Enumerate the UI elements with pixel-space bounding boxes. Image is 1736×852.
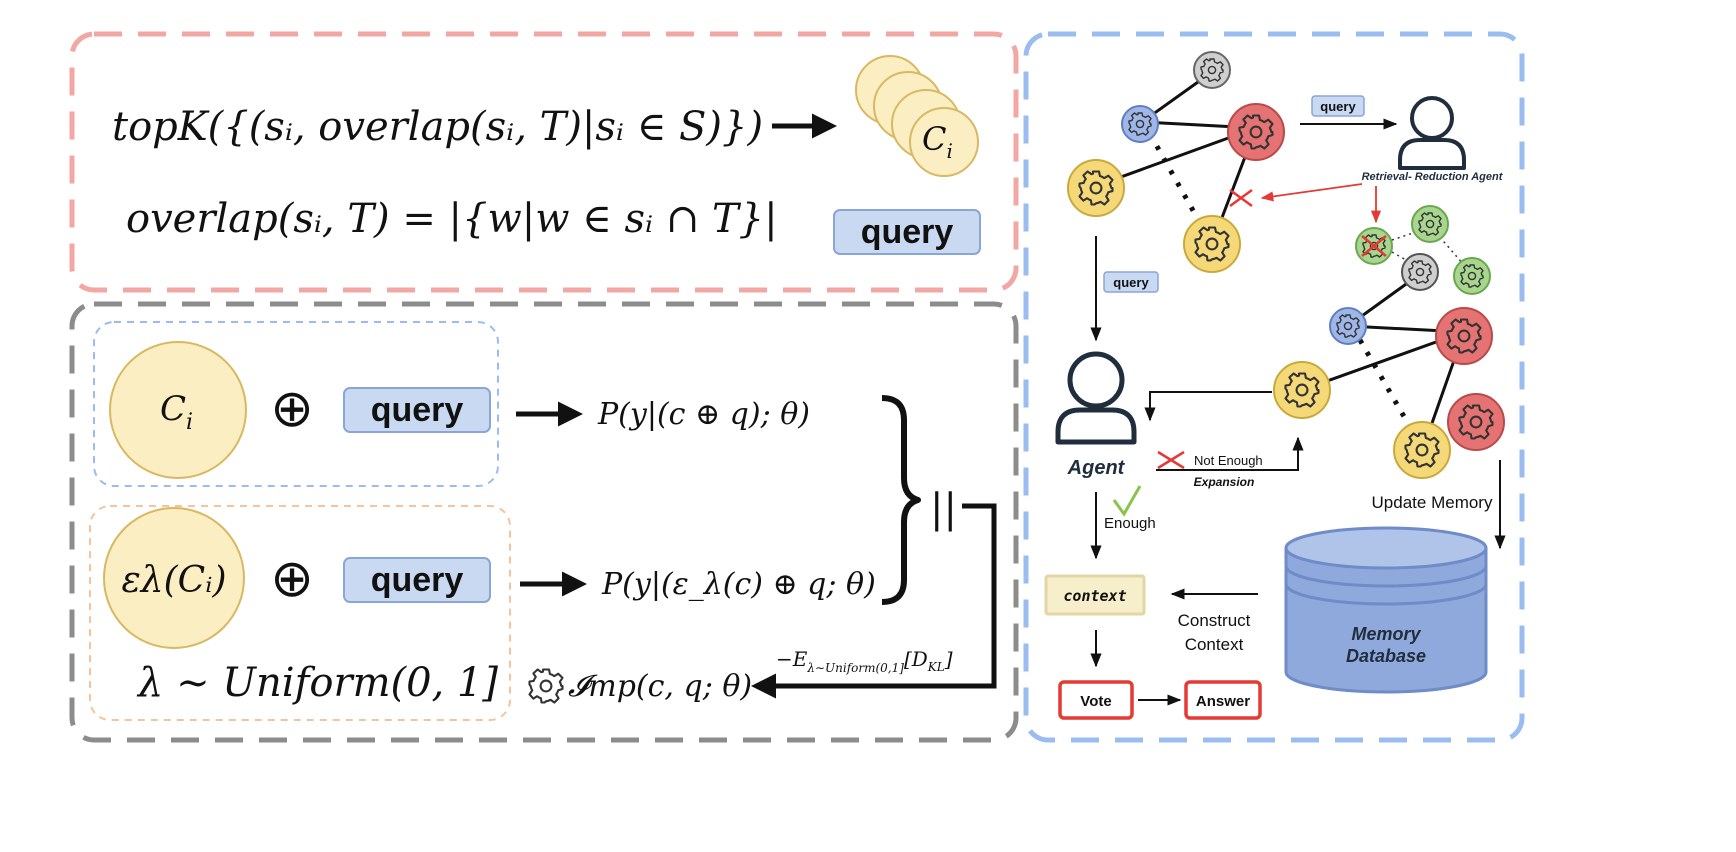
perturbed-chunk-label: ελ(Cᵢ) xyxy=(121,560,226,601)
graph-node xyxy=(1183,215,1241,273)
overlap-formula: overlap(sᵢ, T) = |{w|w ∈ sᵢ ∩ T}| xyxy=(126,196,778,242)
p-perturbed-formula: P(y|(ε_λ(c) ⊕ q; θ) xyxy=(601,567,876,602)
gear-icon xyxy=(528,668,564,704)
construct-context-label-1: Construct xyxy=(1178,611,1251,630)
query-badge-top-box xyxy=(833,209,981,255)
knowledge-graph-reduced xyxy=(1273,205,1505,479)
query-badge-top-label: query xyxy=(861,213,954,251)
update-memory-label: Update Memory xyxy=(1372,493,1493,512)
graph-to-agent-return-arrow xyxy=(1144,391,1272,422)
query-badge-clean-label: query xyxy=(371,391,464,429)
vote-label: Vote xyxy=(1080,693,1111,710)
graph-node xyxy=(1193,51,1231,89)
oplus-symbol-perturbed: ⊕ xyxy=(270,549,314,609)
answer-box xyxy=(1184,680,1262,720)
lambda-distribution: λ ∼ Uniform(0, 1] xyxy=(136,660,498,706)
query-badge-edge xyxy=(1311,95,1365,117)
graph-node xyxy=(1411,205,1449,243)
query-badge-perturbed-box xyxy=(343,557,491,603)
graph-node xyxy=(1227,103,1285,161)
reduction-agent-body xyxy=(1398,138,1466,170)
chunk-symbol: C xyxy=(922,120,946,158)
pruned-node-x-icon xyxy=(1361,235,1387,257)
combine-brace xyxy=(881,395,921,605)
clean-input-box xyxy=(93,321,499,487)
graph-node xyxy=(1435,307,1493,365)
memory-database-body xyxy=(1284,548,1488,694)
agent-head xyxy=(1067,351,1125,409)
neg-expectation-close: ] xyxy=(944,647,953,671)
query-badge-perturbed-label: query xyxy=(371,561,464,599)
importance-panel-border xyxy=(69,301,1019,743)
not-enough-x-icon xyxy=(1157,450,1185,470)
neg-expectation-kl: −Eλ∼Uniform(0,1][DKL] xyxy=(776,647,953,675)
vote-box xyxy=(1058,680,1134,720)
reduction-agent-head xyxy=(1410,96,1454,140)
knowledge-graph-top xyxy=(1067,51,1285,273)
graph-node xyxy=(1273,361,1331,419)
graph-node xyxy=(1401,253,1439,291)
kl-subscript: KL xyxy=(927,660,945,674)
graph-node xyxy=(1329,307,1367,345)
kl-return-arrow xyxy=(751,503,997,699)
importance-formula: 𝓘mp(c, q; θ) xyxy=(568,669,752,704)
agent-icon xyxy=(1055,351,1137,445)
graph-node xyxy=(1121,105,1159,143)
query-badge-perturbed: query xyxy=(343,557,491,603)
memory-database-top xyxy=(1284,526,1488,570)
graph-node xyxy=(1393,421,1451,479)
chunk-clean-label: Ci xyxy=(160,389,193,435)
neg-expectation-sub: λ∼Uniform(0,1] xyxy=(806,661,904,675)
chunk-circle-perturbed xyxy=(103,507,245,649)
query-badge-clean: query xyxy=(343,387,491,433)
topk-formula: topK({(sᵢ, overlap(sᵢ, T)|sᵢ ∈ S)}) xyxy=(112,104,763,150)
retrieval-panel-border xyxy=(69,31,1019,293)
expansion-arrow xyxy=(1156,436,1304,471)
neg-expectation: −E xyxy=(776,647,808,671)
context-label: context xyxy=(1063,587,1126,605)
enough-check-icon xyxy=(1112,485,1142,517)
memory-database-ring xyxy=(1284,583,1488,606)
agent-panel-border xyxy=(1023,31,1525,743)
p-clean-formula: P(y|(c ⊕ q); θ) xyxy=(597,397,810,432)
not-enough-label: Not Enough xyxy=(1194,453,1263,468)
graph-node xyxy=(1447,393,1505,451)
memory-database-label-2: Database xyxy=(1346,646,1426,666)
query-badge-down xyxy=(1103,271,1159,293)
chunk-subscript: i xyxy=(946,139,952,163)
memory-database: Memory Database xyxy=(1284,526,1488,694)
answer-label: Answer xyxy=(1196,693,1250,710)
query-badge-down-label: query xyxy=(1113,275,1149,290)
perturbed-input-box xyxy=(89,505,511,721)
chunk-stack-circle xyxy=(909,107,979,177)
expansion-label: Expansion xyxy=(1194,475,1255,489)
retrieval-reduction-agent-label: Retrieval- Reduction Agent xyxy=(1362,171,1504,183)
memory-database-label-1: Memory xyxy=(1351,624,1421,644)
context-box xyxy=(1044,574,1146,616)
memory-database-ring xyxy=(1284,565,1488,588)
query-badge-clean-box xyxy=(343,387,491,433)
agent-body xyxy=(1055,407,1137,445)
chunk-circle-clean xyxy=(109,341,247,479)
kl-parallel-symbol: || xyxy=(930,486,957,532)
chunk-subscript: i xyxy=(186,410,193,435)
query-badge-edge-label: query xyxy=(1320,99,1356,114)
chunk-stack-label: Ci xyxy=(922,120,953,163)
enough-label: Enough xyxy=(1104,515,1156,532)
graph-node xyxy=(1453,257,1491,295)
oplus-symbol-clean: ⊕ xyxy=(270,379,314,439)
construct-context-label-2: Context xyxy=(1185,635,1244,654)
graph-node xyxy=(1067,159,1125,217)
chunk-symbol: C xyxy=(160,389,186,429)
neg-expectation-arg: [D xyxy=(904,647,928,671)
prune-x-icon xyxy=(1229,188,1253,208)
prune-arrow xyxy=(1260,183,1363,202)
chunk-stack: Ci xyxy=(855,55,979,177)
reduction-agent-icon xyxy=(1398,96,1466,170)
query-badge-top: query xyxy=(833,209,981,255)
agent-label: Agent xyxy=(1067,457,1126,479)
